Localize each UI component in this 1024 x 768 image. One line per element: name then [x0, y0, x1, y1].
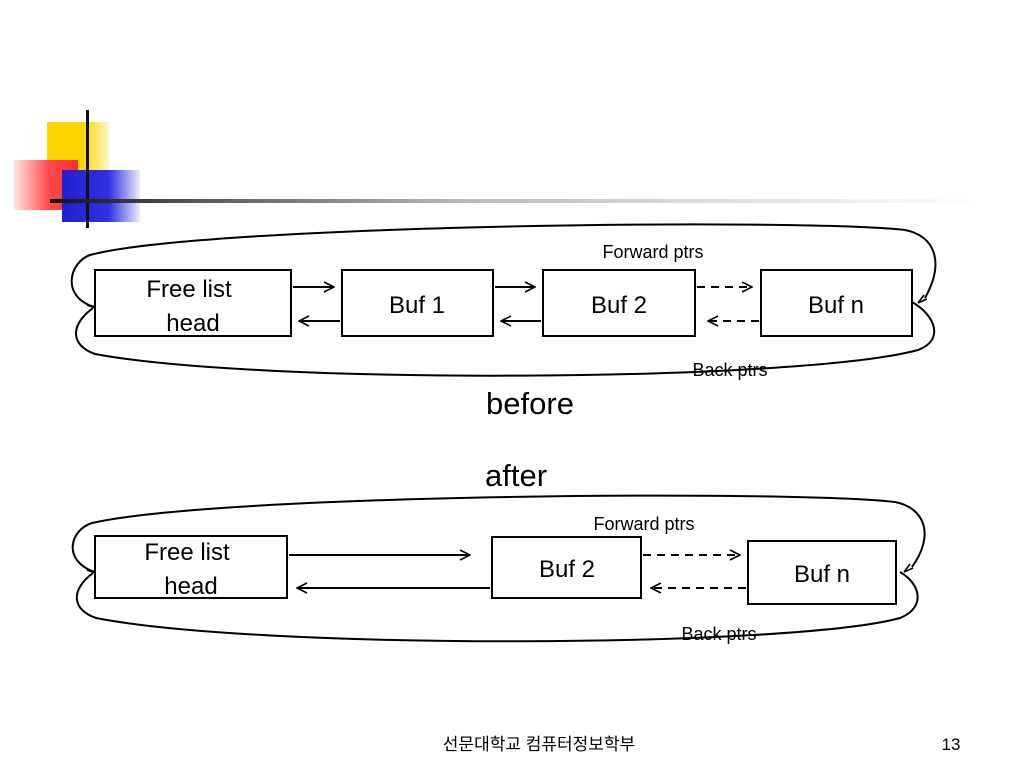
- after-head-label-line1: Free list: [144, 539, 230, 566]
- after-buf2-box: [491, 536, 642, 599]
- before-back-loop: [75, 301, 936, 377]
- before-bufn-box: [760, 269, 913, 337]
- after-bufn-box: [747, 540, 897, 605]
- before-buf2-label: Buf 2: [591, 292, 647, 319]
- before-diagram: Free list head Buf 1 Buf 2 Buf n Forward…: [70, 223, 937, 380]
- slide-number: 13: [942, 735, 961, 754]
- before-head-label-line1: Free list: [146, 276, 232, 303]
- after-back-label: Back ptrs: [681, 624, 756, 644]
- before-bufn-label: Buf n: [808, 292, 864, 319]
- after-forward-loop: [71, 494, 926, 573]
- after-back-loop: [75, 571, 919, 643]
- after-buf2-label: Buf 2: [539, 556, 595, 583]
- decor-vertical-line: [86, 110, 89, 228]
- before-head-label-line2: head: [166, 310, 219, 337]
- after-caption: after: [485, 458, 547, 493]
- before-buf1-box: [341, 269, 494, 337]
- footer-organization: 선문대학교 컴퓨터정보학부: [443, 735, 635, 754]
- after-diagram: Free list head Buf 2 Buf n Forward ptrs …: [71, 494, 926, 644]
- after-free-list-head-box: [94, 535, 288, 599]
- after-bufn-label: Buf n: [794, 561, 850, 588]
- before-caption: before: [486, 386, 574, 421]
- after-head-label-line2: head: [164, 573, 217, 600]
- before-free-list-head-box: [94, 269, 292, 337]
- before-back-label: Back ptrs: [692, 360, 767, 380]
- title-underline: [50, 199, 980, 203]
- before-buf1-label: Buf 1: [389, 292, 445, 319]
- before-forward-label: Forward ptrs: [602, 242, 703, 262]
- after-forward-label: Forward ptrs: [593, 514, 694, 534]
- before-buf2-box: [542, 269, 696, 337]
- decor-blue-square: [62, 170, 140, 222]
- before-forward-loop: [70, 223, 937, 308]
